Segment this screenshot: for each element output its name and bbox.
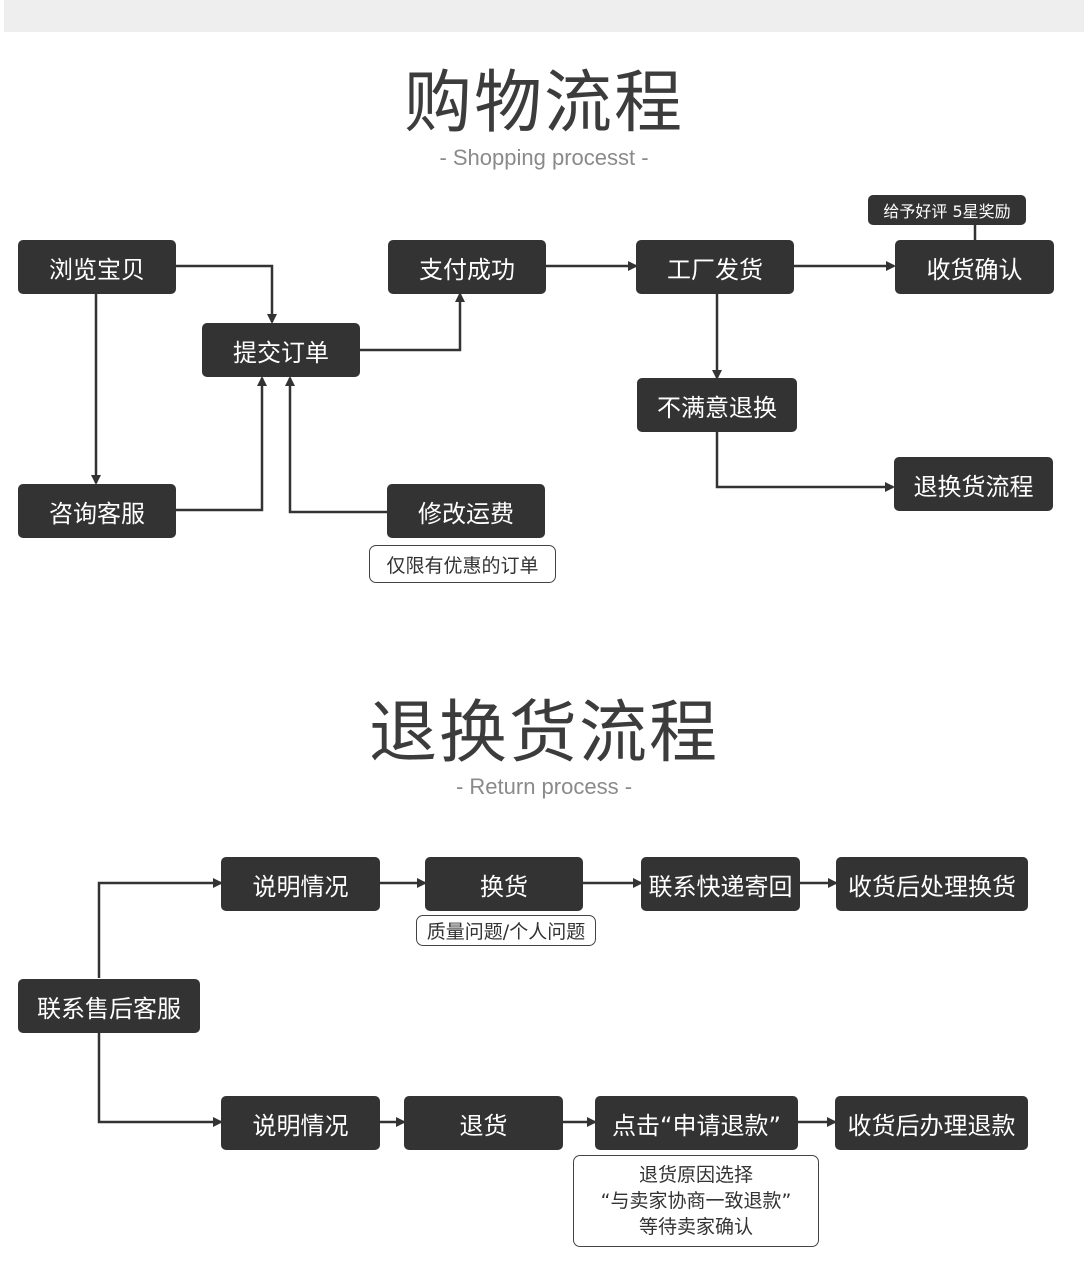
step-browse: 浏览宝贝 [18,240,176,294]
step-return-flow: 退换货流程 [894,457,1053,511]
returns-title: 退换货流程 [368,694,719,773]
arrow-submit-to-pay [360,292,465,352]
top-bar [4,0,1084,32]
step-explain-top: 说明情况 [221,857,380,911]
step-unsatisfied-return: 不满意退换 [637,378,797,432]
arrow-modify-to-submit [285,376,387,514]
note-refund-instructions: 退货原因选择 “与卖家协商一致退款” 等待卖家确认 [573,1155,819,1247]
arrow-unsatisfied-to-returnflow [715,431,895,492]
returns-subtitle: - Return process - [455,774,633,799]
step-submit-order: 提交订单 [202,323,360,377]
step-modify-shipping: 修改运费 [387,484,545,538]
step-process-refund: 收货后办理退款 [835,1096,1028,1150]
shopping-title: 购物流程 [403,64,684,143]
arrow-contact-to-explain-top [97,878,223,978]
step-factory-ship: 工厂发货 [636,240,794,294]
arrow-consult-to-submit [176,376,267,512]
step-consult-service: 咨询客服 [18,484,176,538]
step-explain-bottom: 说明情况 [221,1096,380,1150]
note-refund-line-2: “与卖家协商一致退款” [600,1190,792,1212]
step-contact-aftersales: 联系售后客服 [18,979,200,1033]
step-process-exchange: 收货后处理换货 [836,857,1028,911]
arrow-browse-to-submit [176,264,277,324]
step-exchange: 换货 [425,857,583,911]
arrow-contact-to-explain-bottom [97,1032,223,1127]
note-good-review: 给予好评 5星奖励 [868,195,1026,225]
note-refund-line-1: 退货原因选择 [638,1164,753,1186]
note-exchange-reason: 质量问题/个人问题 [416,915,596,946]
step-pay-success: 支付成功 [388,240,546,294]
step-return-goods: 退货 [404,1096,563,1150]
step-confirm-receipt: 收货确认 [895,240,1054,294]
step-contact-courier: 联系快递寄回 [641,857,800,911]
note-refund-line-3: 等待卖家确认 [638,1216,753,1238]
shopping-subtitle: - Shopping processt - [439,145,649,170]
step-click-apply-refund: 点击“申请退款” [595,1096,798,1150]
note-discount-only: 仅限有优惠的订单 [369,545,556,583]
